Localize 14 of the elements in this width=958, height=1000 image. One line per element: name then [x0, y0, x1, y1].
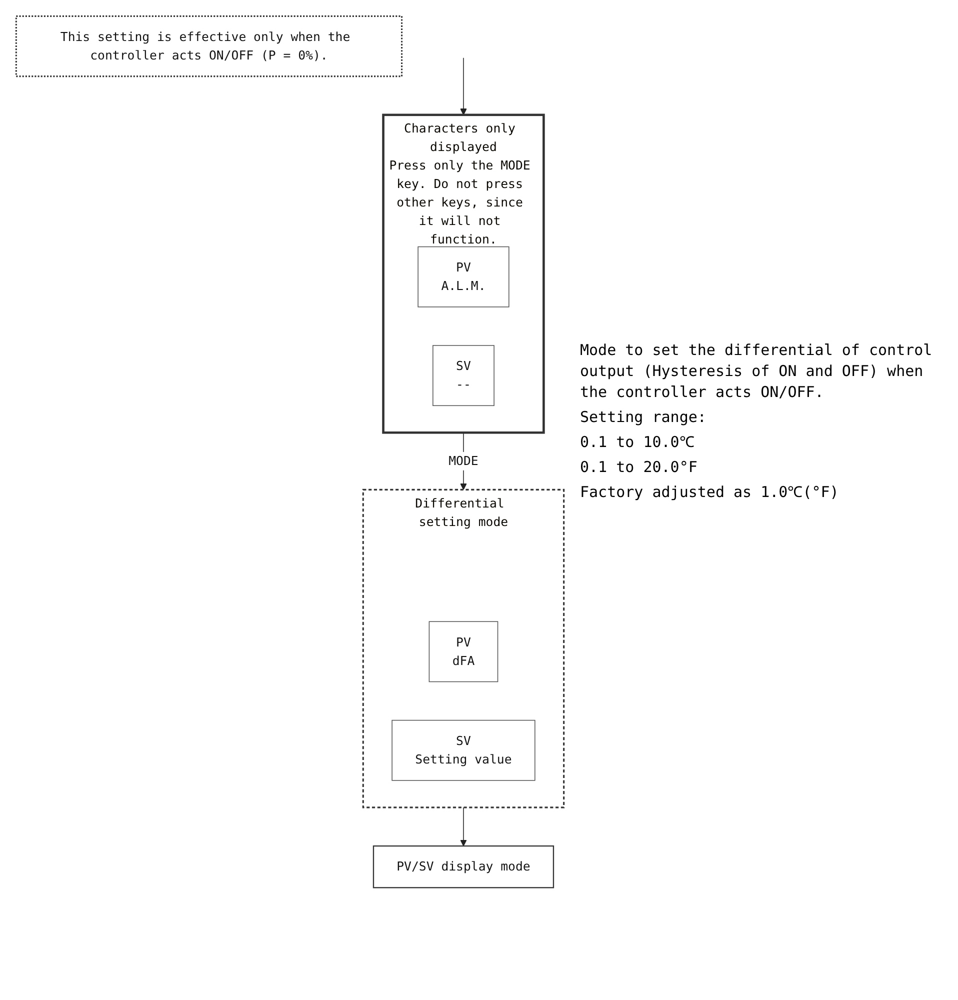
- arrow: [460, 807, 467, 846]
- edge-label: MODE: [448, 453, 478, 468]
- arrow: [460, 57, 467, 116]
- note-text: Mode to set the differential of control output (Hysteresis of ON and OFF) when the controller acts ON/OFF.: [580, 340, 934, 403]
- note-text: 0.1 to 20.0°F: [580, 457, 698, 478]
- node-box: PV/SV display mode: [372, 845, 554, 888]
- node-box: SV --: [432, 345, 494, 406]
- node-box: This setting is effective only when the controller acts ON/OFF (P = 0%).: [15, 15, 403, 78]
- node-box: PV A.L.M.: [418, 246, 510, 308]
- note-text: Setting range:: [580, 407, 708, 428]
- note-text: Factory adjusted as 1.0℃(°F): [580, 482, 840, 503]
- node-box: PV dFA: [428, 621, 498, 682]
- note-text: 0.1 to 10.0℃: [580, 432, 696, 453]
- node-box: SV Setting value: [392, 720, 536, 781]
